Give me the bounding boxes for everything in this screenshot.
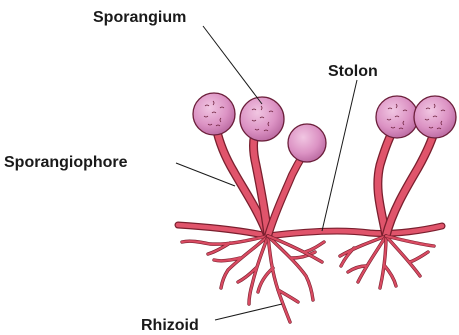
- stolon-leader: [322, 80, 357, 231]
- sporangium-leader: [203, 26, 262, 104]
- rhizoid-cluster-right: [340, 236, 434, 288]
- sporangium-right-1: [376, 96, 418, 138]
- stolon: [178, 225, 442, 236]
- stolon-label: Stolon: [328, 63, 378, 80]
- sporangium-right-2: [414, 96, 456, 138]
- sporangium-left-1: [193, 93, 235, 135]
- rhizoid-label: Rhizoid: [141, 317, 199, 334]
- sporangiophore-right-2: [386, 126, 436, 236]
- sporangiophore-left-3: [268, 155, 303, 236]
- rhizoid-leader: [215, 304, 282, 320]
- sporangium-label: Sporangium: [93, 9, 186, 26]
- sporangium-left-3: [288, 124, 326, 162]
- sporangiophore-label: Sporangiophore: [4, 154, 128, 171]
- rhizoid-cluster-left: [182, 236, 324, 322]
